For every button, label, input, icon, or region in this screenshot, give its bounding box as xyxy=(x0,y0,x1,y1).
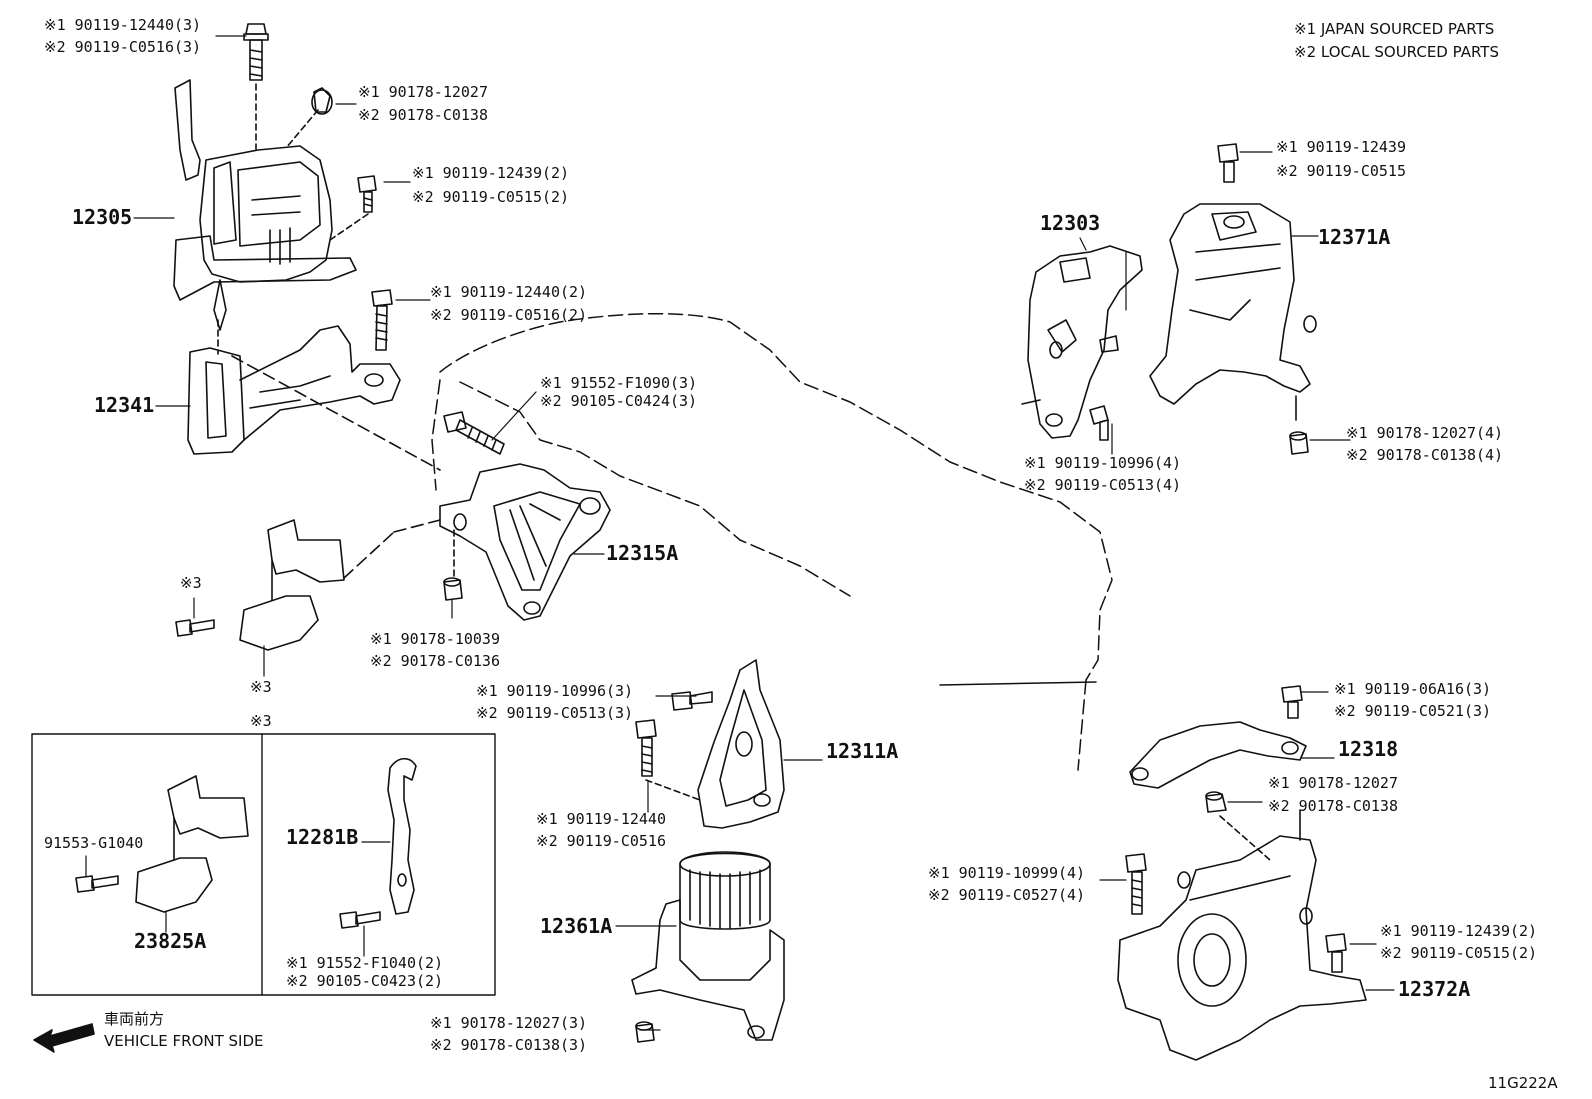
callout-c15a: ※1 90119-12439(2) xyxy=(1380,922,1538,940)
callout-c3b: ※2 90119-C0515(2) xyxy=(412,188,570,206)
callout-c8a: ※1 90119-10996(4) xyxy=(1024,454,1182,472)
leader-lines xyxy=(85,35,1395,1031)
label-12372A: 12372A xyxy=(1398,977,1471,1001)
callout-c8b: ※2 90119-C0513(4) xyxy=(1024,476,1182,494)
nut-90178-12027-b xyxy=(1289,431,1309,455)
legend-local: ※2 LOCAL SOURCED PARTS xyxy=(1294,43,1499,61)
callout-c12b: ※2 90119-C0521(3) xyxy=(1334,702,1492,720)
label-23825A: 23825A xyxy=(134,929,207,953)
callout-c2b: ※2 90178-C0138 xyxy=(358,106,488,124)
callout-c10b: ※2 90119-C0513(3) xyxy=(476,704,634,722)
legend-japan: ※1 JAPAN SOURCED PARTS xyxy=(1294,20,1495,38)
part-12341-bracket xyxy=(187,325,401,455)
callout-c6a: ※1 90178-10039 xyxy=(370,630,500,648)
vehicle-front-jp: 車両前方 xyxy=(104,1010,165,1028)
label-12341: 12341 xyxy=(94,393,155,417)
engine-outline-lower xyxy=(1077,679,1087,771)
callout-c2a: ※1 90178-12027 xyxy=(358,83,488,101)
bolt-90119-06A16 xyxy=(1281,685,1303,719)
leader-dash xyxy=(393,519,441,533)
bolt-90119-12440-c xyxy=(635,719,657,777)
callout-c7a: ※1 90119-12439 xyxy=(1276,138,1406,156)
part-note3-bracket xyxy=(239,519,345,651)
label-91553-G1040: 91553-G1040 xyxy=(44,834,144,852)
callout-c6b: ※2 90178-C0136 xyxy=(370,652,500,670)
bolt-90119-12439 xyxy=(357,175,377,213)
callout-c12a: ※1 90119-06A16(3) xyxy=(1334,680,1492,698)
callout-c16b: ※2 90178-C0138(3) xyxy=(430,1036,588,1054)
part-12371A-mount xyxy=(1149,203,1317,421)
part-12315A-bracket xyxy=(439,463,611,621)
part-12303-bracket xyxy=(1021,245,1143,439)
callout-c9a: ※1 90178-12027(4) xyxy=(1346,424,1504,442)
note3-box xyxy=(31,733,496,996)
callout-c11a: ※1 90119-12440 xyxy=(536,810,666,828)
leader-dash xyxy=(645,779,701,801)
label-12315A: 12315A xyxy=(606,541,679,565)
callout-c17a: ※1 91552-F1040(2) xyxy=(286,954,444,972)
label-12371A: 12371A xyxy=(1318,225,1391,249)
callout-c5b: ※2 90105-C0424(3) xyxy=(540,392,698,410)
callout-c11b: ※2 90119-C0516 xyxy=(536,832,666,850)
callout-c1a: ※1 90119-12440(3) xyxy=(44,16,202,34)
part-12318-bracket xyxy=(1129,721,1307,789)
nut-90178-10039 xyxy=(443,577,463,601)
callout-c14a: ※1 90119-10999(4) xyxy=(928,864,1086,882)
callout-c3a: ※1 90119-12439(2) xyxy=(412,164,570,182)
nut-90178-12027-c xyxy=(635,1021,655,1043)
label-12281B: 12281B xyxy=(286,825,359,849)
callout-c9b: ※2 90178-C0138(4) xyxy=(1346,446,1504,464)
bolt-91552-F1090 xyxy=(443,411,505,455)
bolt-90119-10996 xyxy=(1089,405,1109,441)
engine-outline xyxy=(431,313,1113,681)
label-12303: 12303 xyxy=(1040,211,1101,235)
part-12372A-mount xyxy=(1117,809,1367,1061)
note3-box-title: ※3 xyxy=(250,712,272,730)
bolt-90119-12439-c xyxy=(1325,933,1347,973)
part-12311A-bracket xyxy=(697,659,785,829)
vehicle-front-en: VEHICLE FRONT SIDE xyxy=(104,1032,264,1050)
callout-c10a: ※1 90119-10996(3) xyxy=(476,682,634,700)
part-23825A-bracket xyxy=(135,775,249,913)
bolt-90119-12440 xyxy=(243,23,269,81)
callout-c1b: ※2 90119-C0516(3) xyxy=(44,38,202,56)
callout-c7b: ※2 90119-C0515 xyxy=(1276,162,1406,180)
callout-c13b: ※2 90178-C0138 xyxy=(1268,797,1398,815)
callout-c13a: ※1 90178-12027 xyxy=(1268,774,1398,792)
label-12318: 12318 xyxy=(1338,737,1399,761)
bolt-90119-12439-b xyxy=(1217,143,1239,183)
callout-c14b: ※2 90119-C0527(4) xyxy=(928,886,1086,904)
engine-outline-solid xyxy=(939,681,1097,686)
bolt-90119-10996-3 xyxy=(671,691,713,711)
diagram-code: 11G222A xyxy=(1488,1074,1558,1092)
part-12281B-bracket xyxy=(387,757,417,915)
note3-bolt-label: ※3 xyxy=(180,574,202,592)
callout-c4b: ※2 90119-C0516(2) xyxy=(430,306,588,324)
nut-90178-12027-d xyxy=(1205,791,1227,813)
callout-c16a: ※1 90178-12027(3) xyxy=(430,1014,588,1032)
leader-dash xyxy=(285,109,319,149)
callout-c5a: ※1 91552-F1090(3) xyxy=(540,374,698,392)
leader-dash xyxy=(231,355,441,471)
note3-bracket-label: ※3 xyxy=(250,678,272,696)
bolt-90119-10999 xyxy=(1125,853,1147,915)
label-12305: 12305 xyxy=(72,205,133,229)
leader-dash xyxy=(329,213,369,241)
callout-c4a: ※1 90119-12440(2) xyxy=(430,283,588,301)
part-12305-mount xyxy=(173,79,357,331)
leader-dash xyxy=(1219,815,1271,861)
leader-dash xyxy=(343,531,395,579)
bolt-note3 xyxy=(175,619,215,637)
label-12361A: 12361A xyxy=(540,914,613,938)
bolt-90119-12440-2 xyxy=(371,289,393,351)
callout-c15b: ※2 90119-C0515(2) xyxy=(1380,944,1538,962)
bolt-91553-G1040 xyxy=(75,875,119,893)
callout-c17b: ※2 90105-C0423(2) xyxy=(286,972,444,990)
part-12361A-mount xyxy=(631,851,785,1041)
bolt-91552-F1040 xyxy=(339,911,381,929)
label-12311A: 12311A xyxy=(826,739,899,763)
vehicle-front-arrow-icon xyxy=(33,1023,95,1053)
